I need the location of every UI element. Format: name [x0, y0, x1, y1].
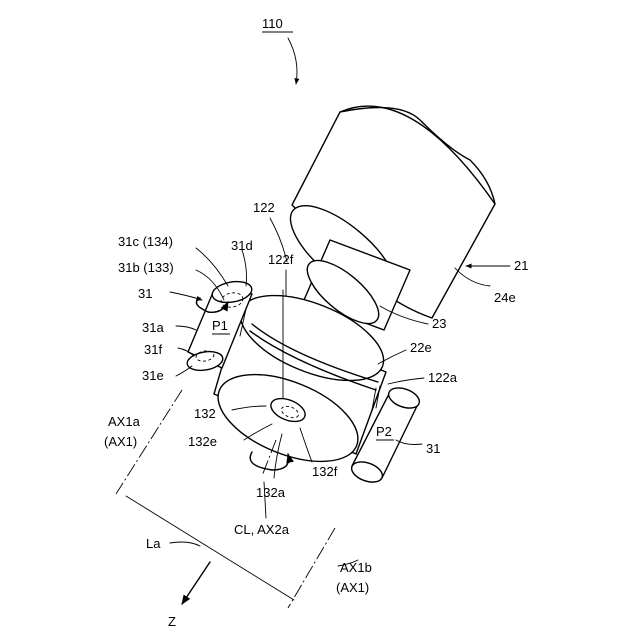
label-31-right: 31 [426, 441, 440, 456]
label-ax1b: AX1b [340, 560, 372, 575]
label-31b: 31b (133) [118, 260, 174, 275]
label-132a: 132a [256, 485, 286, 500]
label-132e: 132e [188, 434, 217, 449]
label-23: 23 [432, 316, 446, 331]
label-132: 132 [194, 406, 216, 421]
label-31f: 31f [144, 342, 162, 357]
label-ax1-2: (AX1) [336, 580, 369, 595]
label-31d: 31d [231, 238, 253, 253]
label-p1: P1 [212, 318, 228, 333]
label-24e: 24e [494, 290, 516, 305]
label-p2: P2 [376, 424, 392, 439]
label-31e: 31e [142, 368, 164, 383]
label-132f: 132f [312, 464, 338, 479]
label-cl-ax2a: CL, AX2a [234, 522, 290, 537]
label-31a: 31a [142, 320, 164, 335]
label-21: 21 [514, 258, 528, 273]
label-22e: 22e [410, 340, 432, 355]
label-z: Z [168, 614, 176, 629]
label-122a: 122a [428, 370, 458, 385]
label-31c: 31c (134) [118, 234, 173, 249]
label-110: 110 [262, 16, 283, 31]
label-31-top: 31 [138, 286, 152, 301]
label-ax1-1: (AX1) [104, 434, 137, 449]
label-122: 122 [253, 200, 275, 215]
label-122f: 122f [268, 252, 294, 267]
label-ax1a: AX1a [108, 414, 141, 429]
label-la: La [146, 536, 161, 551]
